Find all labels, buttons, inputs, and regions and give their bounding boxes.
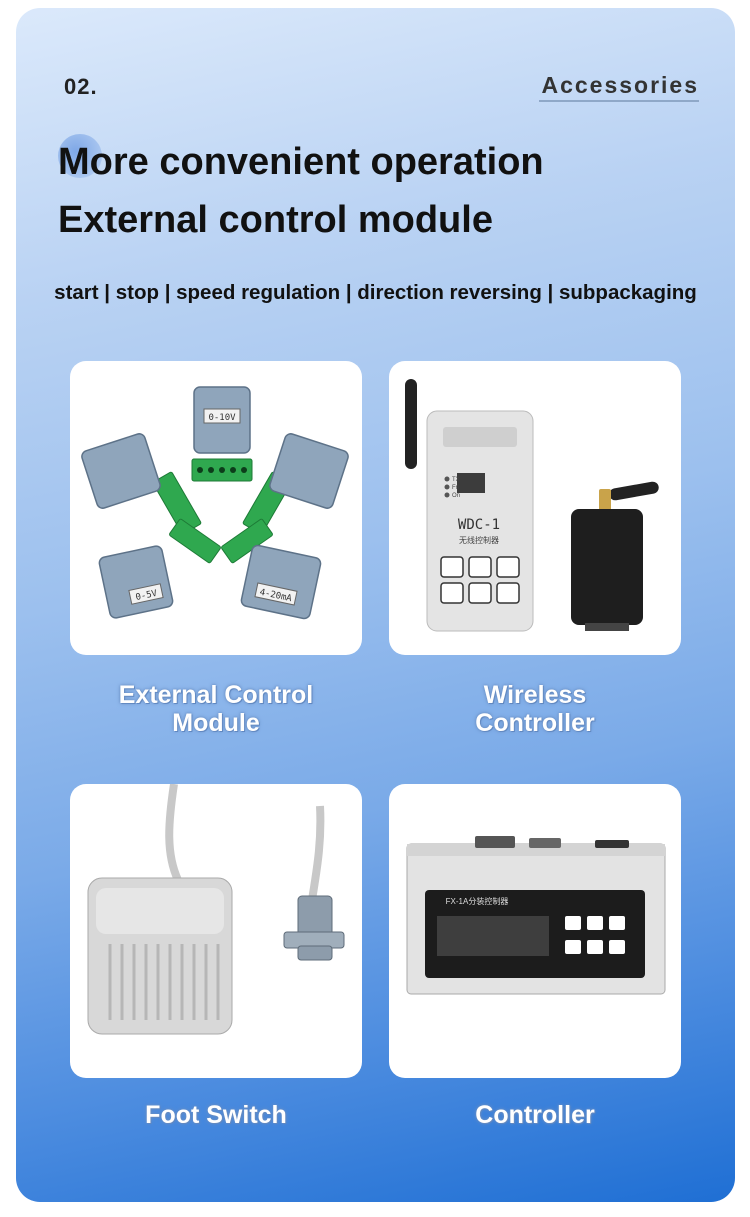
product-card-external-control: 0-10V 0-5V 4-20mA: [70, 361, 362, 655]
product-card-controller: FX-1A分装控制器: [389, 784, 681, 1078]
label-line: Foot Switch: [145, 1101, 287, 1129]
device-name: WDC-1: [458, 517, 500, 533]
feature-list: start | stop | speed regulation | direct…: [54, 281, 697, 304]
label-controller: Controller: [389, 1101, 681, 1129]
label-external-control: External Control Module: [70, 681, 362, 737]
connector-label-1: 0-10V: [208, 413, 236, 423]
accessories-panel: 02. Accessories More convenient operatio…: [16, 8, 735, 1202]
heading-underline: [539, 100, 699, 102]
indicator-on: On: [452, 493, 460, 499]
connector-label-2: 0-5V: [135, 589, 159, 603]
foot-pedal-icon: [87, 784, 345, 1035]
indicator-tx: TX: [452, 477, 460, 483]
panel-text: FX-1A分装控制器: [446, 896, 509, 906]
label-foot-switch: Foot Switch: [70, 1101, 362, 1129]
product-card-foot-switch: [70, 784, 362, 1078]
label-line: Wireless: [483, 681, 587, 709]
label-wireless-controller: Wireless Controller: [389, 681, 681, 737]
label-line: Module: [172, 709, 260, 737]
device-subtitle: 无线控制器: [459, 535, 499, 545]
title-line-2: External control module: [58, 199, 493, 241]
wireless-remote-icon: TX Fn On WDC-1 无线控制器: [405, 379, 659, 632]
title-line-1: More convenient operation: [58, 141, 544, 183]
label-line: Controller: [475, 709, 595, 737]
section-heading: Accessories: [541, 72, 699, 98]
indicator-fn: Fn: [452, 485, 459, 491]
product-card-wireless-controller: TX Fn On WDC-1 无线控制器: [389, 361, 681, 655]
section-number: 02.: [64, 74, 98, 99]
label-line: Controller: [475, 1101, 595, 1129]
connector-module-icon: 0-10V 0-5V 4-20mA: [81, 386, 349, 620]
label-line: External Control: [118, 681, 314, 709]
decorative-dot: [58, 134, 102, 178]
controller-box-icon: FX-1A分装控制器: [406, 836, 666, 995]
